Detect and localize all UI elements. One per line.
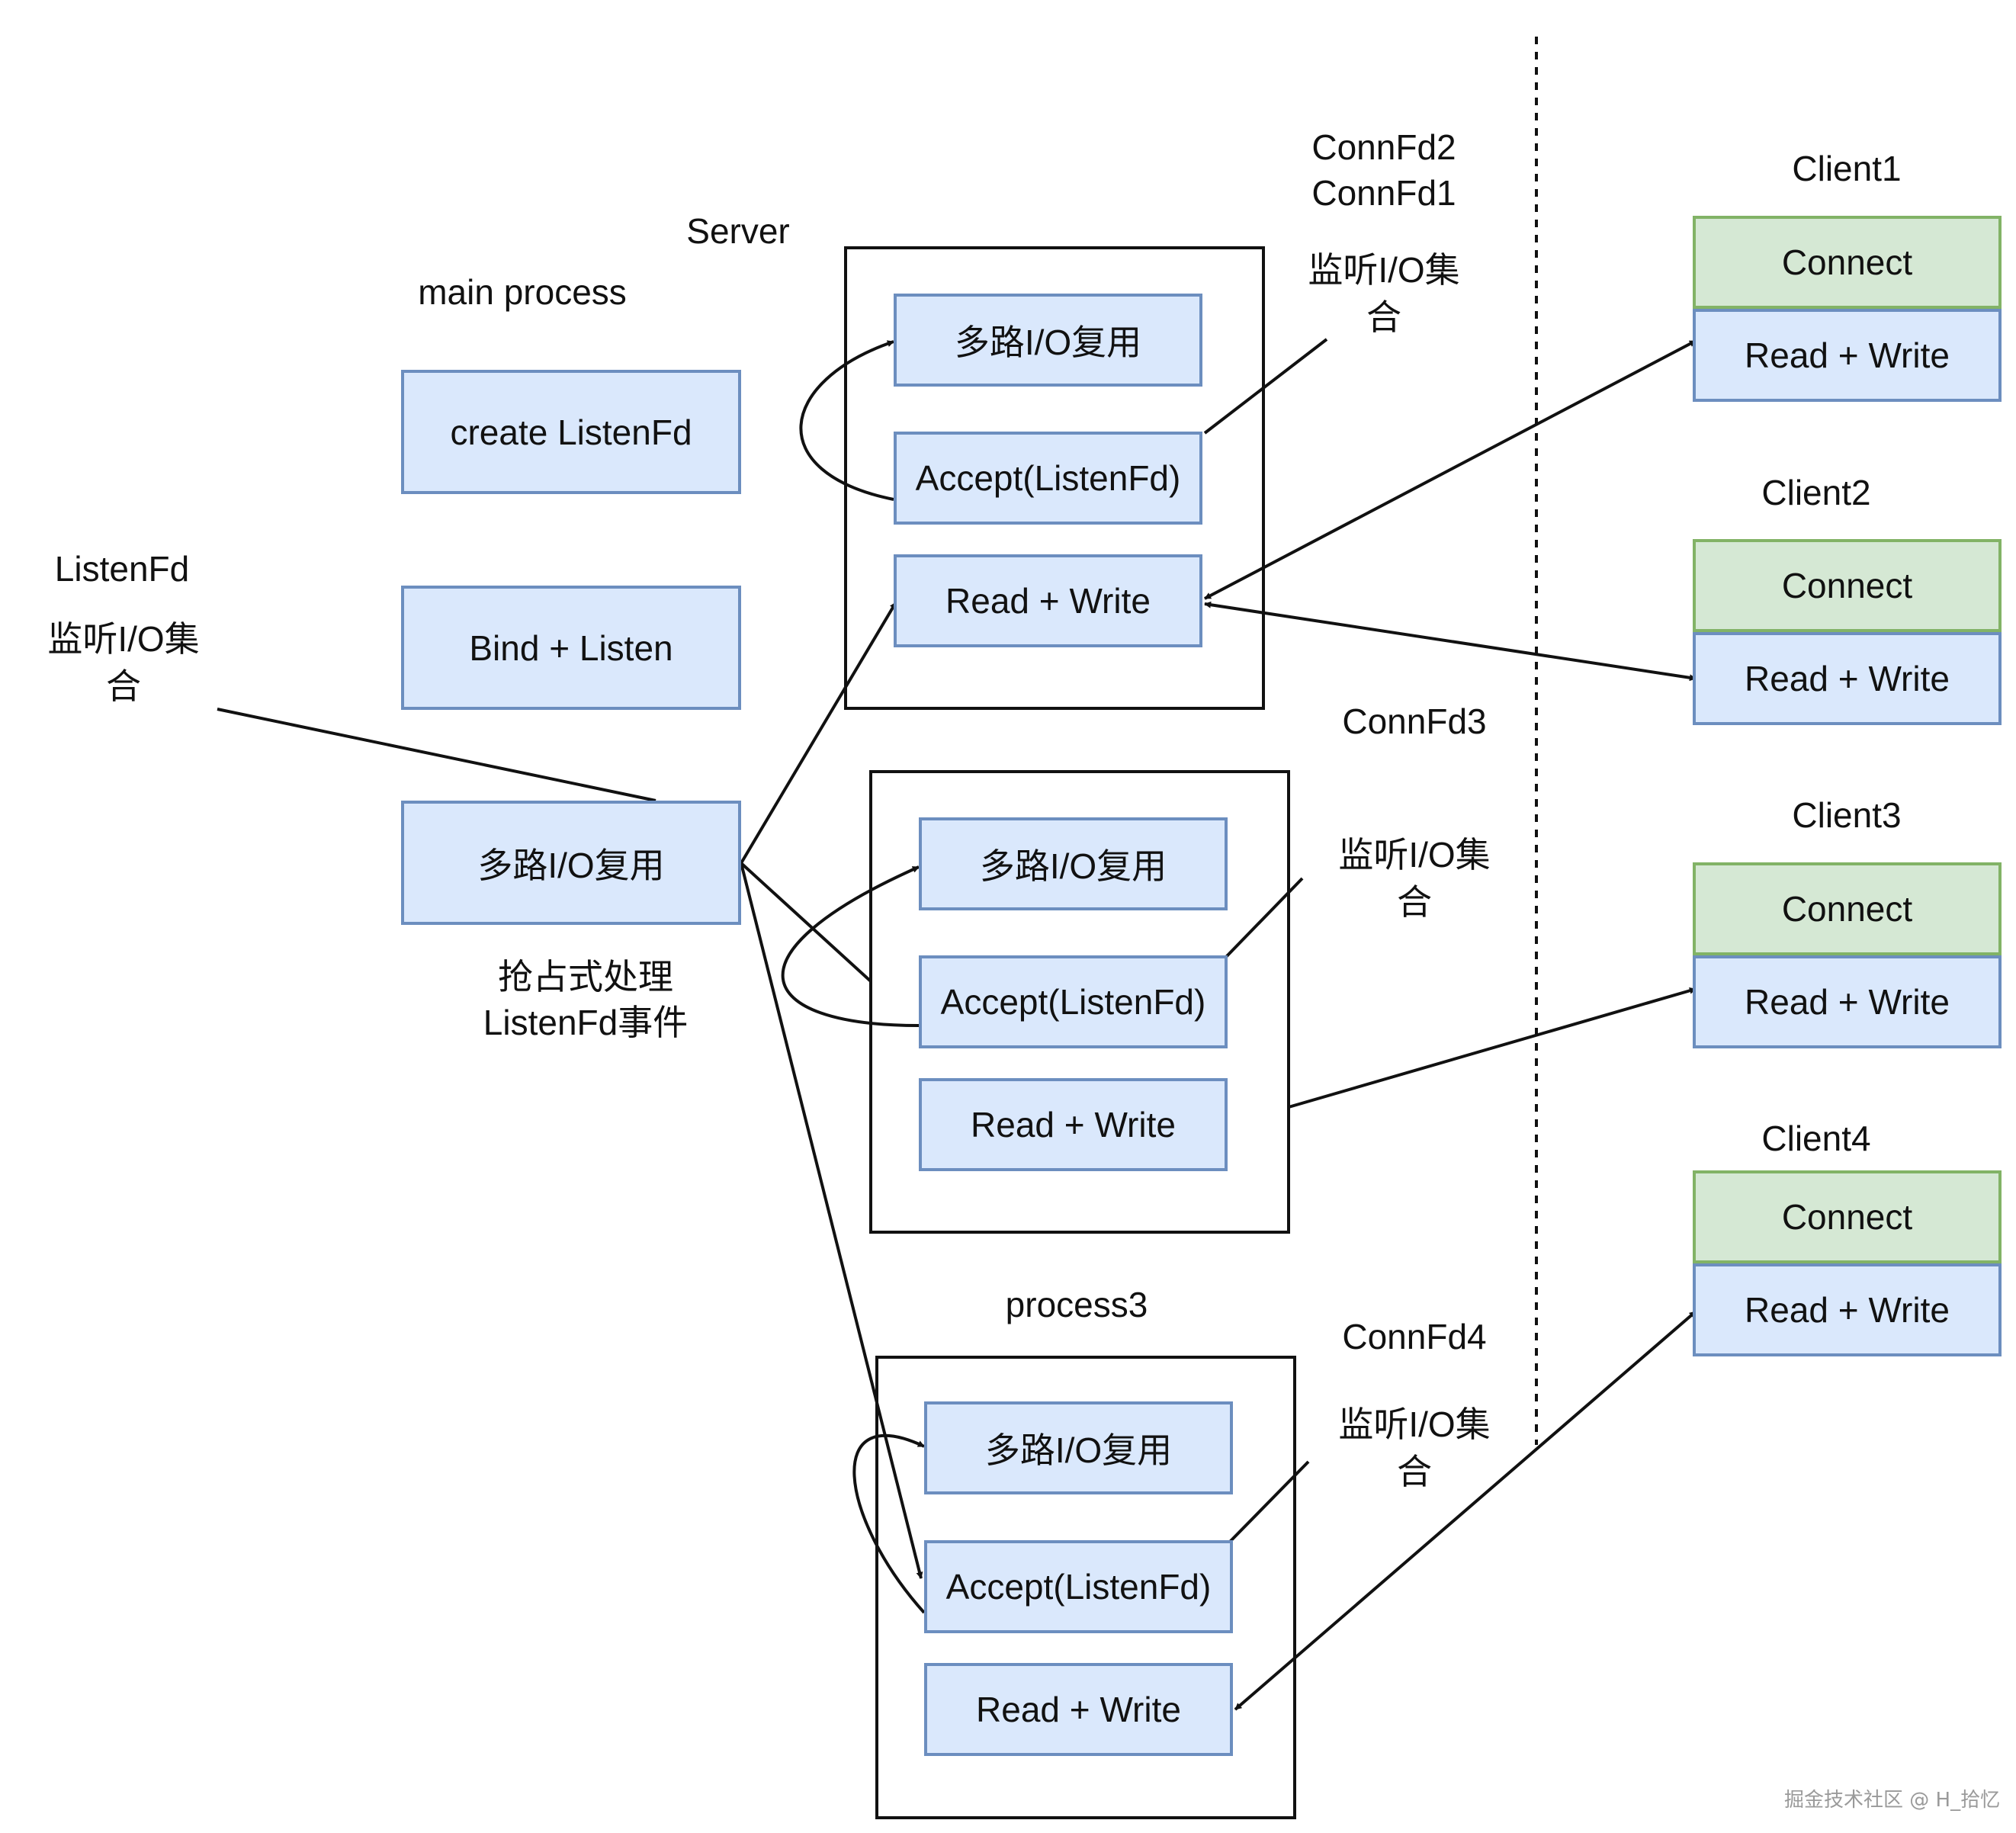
client3-connect-node: Connect [1693, 862, 2002, 955]
p1-mux-node: 多路I/O复用 [894, 294, 1202, 387]
p3-mux-node: 多路I/O复用 [924, 1401, 1233, 1494]
p3-accept-node: Accept(ListenFd) [924, 1540, 1233, 1633]
client2-label: Client2 [1761, 473, 1871, 512]
p2-mux-node: 多路I/O复用 [919, 817, 1228, 910]
loop-p2 [781, 865, 920, 1027]
process3-frame [875, 1356, 1296, 1819]
client4-connect-node: Connect [1693, 1170, 2002, 1263]
p3-listen-set-label: 监听I/O集合 [1338, 1404, 1491, 1491]
p2-accept-node: Accept(ListenFd) [919, 955, 1228, 1048]
preempt-label-line1: 抢占式处理 [498, 957, 673, 997]
fork-to-p2 [740, 862, 872, 983]
client4-label: Client4 [1761, 1119, 1871, 1158]
connfd4-label: ConnFd4 [1342, 1317, 1487, 1356]
client2-rw-node: Read + Write [1693, 632, 2002, 725]
process3-label: process3 [1005, 1285, 1148, 1324]
p1-accept-node: Accept(ListenFd) [894, 432, 1202, 525]
p1-listen-set-label: 监听I/O集合 [1308, 250, 1460, 337]
server-label: Server [686, 211, 790, 251]
client2-connect-node: Connect [1693, 539, 2002, 632]
loop-p1 [799, 340, 894, 501]
process1-frame [844, 246, 1265, 710]
watermark: 掘金技术社区 @ H_拾忆 [1784, 1789, 2001, 1812]
connfd1-label: ConnFd1 [1311, 173, 1456, 213]
main-listen-set-label: 监听I/O集合 [47, 619, 200, 706]
loop-p3 [852, 1434, 926, 1614]
link-client1 [1204, 339, 1697, 600]
preempt-label-line2: ListenFd事件 [483, 1003, 689, 1042]
connfd2-label: ConnFd2 [1311, 127, 1456, 167]
p3-rw-node: Read + Write [924, 1663, 1233, 1756]
client3-rw-node: Read + Write [1693, 955, 2002, 1048]
listenfd-title-label: ListenFd [54, 549, 190, 589]
listenset-pointer-main [217, 708, 656, 802]
fork-to-p3 [740, 862, 923, 1579]
bind-listen-node: Bind + Listen [401, 586, 741, 710]
p1-rw-node: Read + Write [894, 554, 1202, 647]
fork-to-p1 [740, 601, 897, 865]
client3-label: Client3 [1792, 795, 1902, 835]
process2-frame [869, 770, 1290, 1234]
link-client4 [1234, 1310, 1697, 1711]
p2-listen-set-label: 监听I/O集合 [1338, 835, 1491, 922]
create-listenfd-node: create ListenFd [401, 370, 741, 494]
link-client2 [1204, 601, 1697, 682]
client1-rw-node: Read + Write [1693, 309, 2002, 402]
client1-label: Client1 [1792, 149, 1902, 188]
link-client3 [1288, 987, 1697, 1109]
main-mux-node: 多路I/O复用 [401, 801, 741, 925]
p2-rw-node: Read + Write [919, 1078, 1228, 1171]
client4-rw-node: Read + Write [1693, 1263, 2002, 1356]
client1-connect-node: Connect [1693, 216, 2002, 309]
main-process-label: main process [418, 272, 627, 312]
connfd3-label: ConnFd3 [1342, 701, 1487, 741]
